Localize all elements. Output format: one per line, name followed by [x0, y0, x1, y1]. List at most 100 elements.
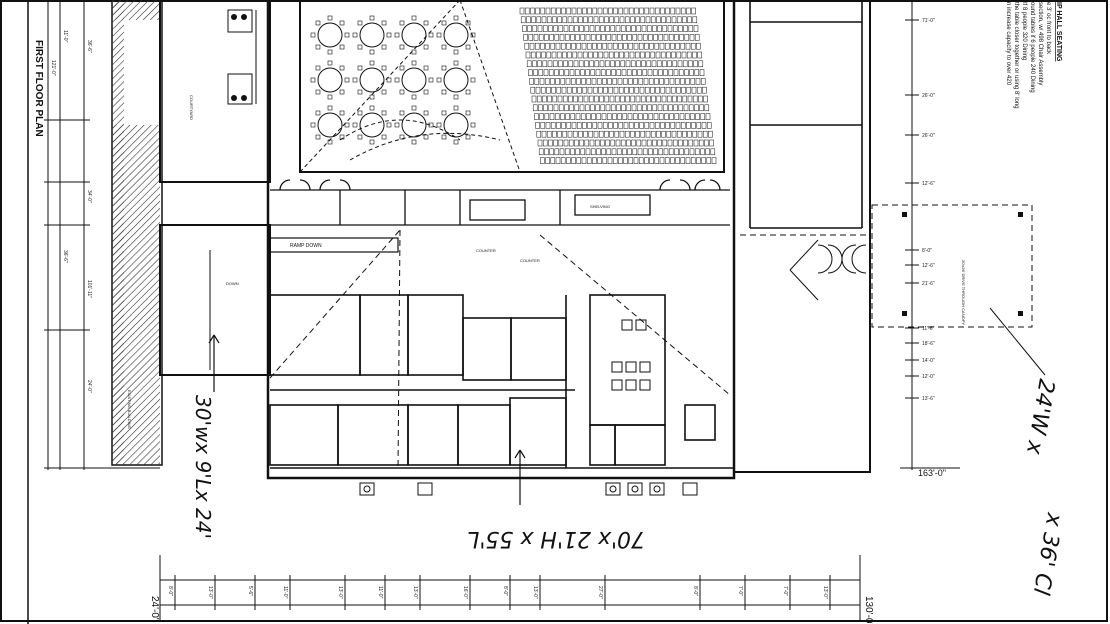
assembly-chair — [685, 42, 691, 50]
assembly-chair — [660, 51, 666, 59]
assembly-chair — [567, 51, 572, 59]
table-chair — [381, 20, 387, 26]
bottom-dim-label: 7'-0" — [737, 586, 743, 596]
assembly-chair — [563, 139, 569, 147]
assembly-chair — [608, 51, 614, 59]
assembly-chair — [525, 51, 531, 59]
assembly-chair — [643, 113, 648, 120]
table-chair — [352, 32, 358, 38]
assembly-chair — [630, 16, 635, 24]
bottom-dim-label: 11'-0" — [282, 586, 288, 599]
pointer-line — [989, 307, 1046, 376]
assembly-chair — [583, 95, 589, 103]
assembly-chair — [687, 16, 692, 24]
assembly-chair — [544, 78, 550, 85]
assembly-chair — [656, 95, 662, 103]
round-table — [401, 112, 427, 138]
assembly-chair — [559, 34, 565, 41]
assembly-chair — [702, 86, 707, 94]
assembly-chair — [602, 7, 608, 15]
table-chair — [453, 60, 459, 66]
left-dim-7: 24'-0" — [86, 380, 92, 393]
assembly-chair — [631, 25, 636, 32]
assembly-chair — [623, 7, 629, 15]
table-chair — [339, 44, 345, 50]
assembly-chair — [540, 7, 546, 15]
assembly-chair — [595, 104, 600, 112]
assembly-chair — [587, 7, 592, 15]
assembly-chair — [561, 86, 567, 94]
assembly-chair — [644, 42, 649, 50]
assembly-chair — [618, 42, 623, 50]
assembly-chair — [586, 78, 592, 85]
assembly-chair — [670, 157, 675, 164]
assembly-chair — [650, 130, 656, 138]
assembly-chair — [578, 130, 583, 138]
assembly-chair — [695, 113, 700, 120]
assembly-chair — [524, 7, 530, 15]
assembly-chair — [592, 122, 598, 129]
assembly-chair — [672, 60, 678, 68]
assembly-chair — [701, 122, 707, 129]
assembly-chair — [665, 7, 670, 15]
assembly-chair — [563, 60, 568, 68]
assembly-chair — [686, 86, 692, 94]
assembly-chair — [658, 34, 664, 41]
assembly-chair — [609, 16, 614, 24]
assembly-chair — [645, 51, 650, 59]
assembly-chair — [696, 122, 702, 129]
assembly-chair — [653, 113, 659, 120]
assembly-chair — [587, 86, 593, 94]
assembly-chair — [693, 60, 698, 68]
restroom-fixtures — [611, 319, 651, 391]
assembly-chair — [638, 157, 644, 164]
assembly-chair — [595, 69, 601, 76]
assembly-chair — [688, 104, 694, 112]
assembly-chair — [692, 130, 698, 138]
assembly-chair — [558, 139, 564, 147]
assembly-chair — [684, 113, 690, 120]
assembly-chair — [614, 16, 620, 24]
courtyard-label: COURTYARD — [189, 95, 194, 120]
assembly-chair — [568, 139, 574, 147]
assembly-chair — [688, 60, 693, 68]
assembly-chair — [698, 60, 704, 68]
assembly-chair — [571, 42, 576, 50]
assembly-chair — [706, 122, 712, 129]
assembly-chair — [623, 42, 628, 50]
assembly-chair — [550, 42, 556, 50]
assembly-chair — [580, 34, 586, 41]
assembly-chair — [649, 7, 655, 15]
assembly-chair — [647, 104, 652, 112]
assembly-chair — [556, 86, 562, 94]
assembly-chair — [609, 95, 615, 103]
table-chair — [369, 94, 375, 100]
assembly-chair — [592, 42, 597, 50]
assembly-chair — [584, 60, 589, 68]
assembly-chair — [672, 139, 678, 147]
assembly-chair — [672, 25, 678, 32]
assembly-chair — [700, 113, 706, 120]
bottom-dim-label: 16'-0" — [462, 586, 468, 599]
assembly-chair — [543, 104, 548, 112]
assembly-chair — [586, 157, 592, 164]
assembly-chair — [655, 86, 660, 94]
counter-a: COUNTER — [476, 248, 496, 253]
assembly-chair — [678, 25, 683, 32]
assembly-chair — [653, 34, 658, 41]
assembly-chair — [626, 69, 632, 76]
assembly-chair — [617, 113, 622, 120]
right-dim-label: 13'-6" — [922, 396, 935, 402]
assembly-chair — [607, 78, 612, 85]
assembly-chair — [590, 104, 595, 112]
assembly-chair — [649, 157, 654, 164]
assembly-chair — [553, 25, 558, 32]
round-table — [317, 112, 343, 138]
lobby-row — [270, 179, 730, 226]
bottom-dim-label: 27'-0" — [597, 586, 603, 599]
assembly-chair — [630, 95, 636, 103]
table-chair — [470, 32, 476, 38]
assembly-chair — [573, 95, 578, 103]
assembly-chair — [588, 16, 594, 24]
